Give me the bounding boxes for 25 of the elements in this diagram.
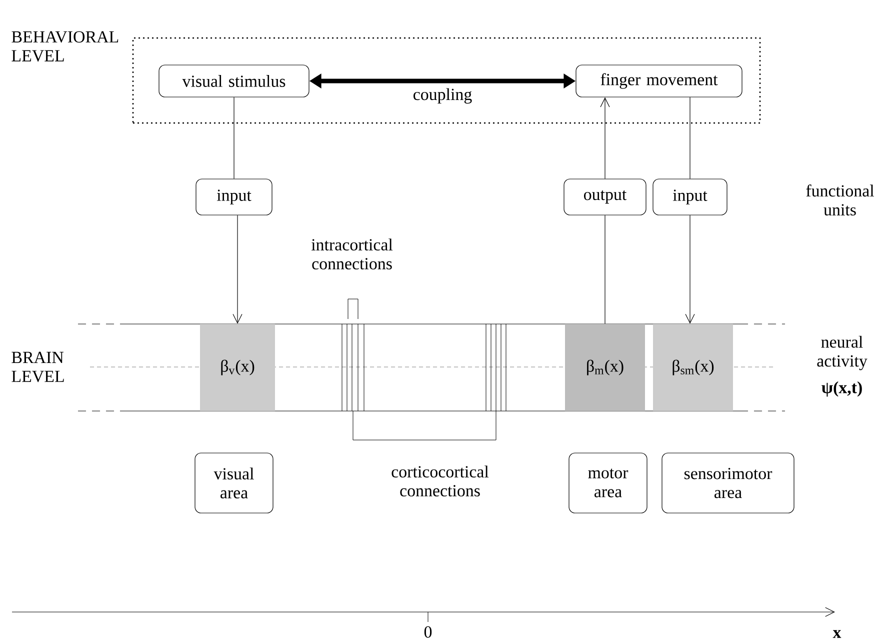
level-label: BEHAVIORAL LEVEL: [12, 31, 118, 62]
unit-box: visual stimulus: [158, 64, 310, 98]
unit-box: input: [652, 178, 728, 216]
edge-label: coupling: [412, 87, 474, 105]
activity-region: β$_{sm}$(x): [653, 324, 733, 411]
unit-box: finger movement: [576, 64, 742, 98]
unit-box: output: [564, 178, 646, 216]
arrow: [600, 97, 610, 179]
activity-region: β$_{m}$(x): [565, 324, 645, 411]
arrow: [232, 215, 242, 324]
annotation-label: intracortical connections: [311, 238, 393, 270]
axis-label: x: [832, 630, 842, 638]
side-label: neural activity: [817, 336, 868, 370]
arrow: [685, 215, 695, 324]
level-frame: [132, 37, 761, 124]
annotation-label: corticocortical connections: [392, 466, 489, 496]
unit-box: sensorimotor area: [662, 452, 794, 514]
activity-region: β$_{v}$(x): [200, 324, 275, 411]
formula-label: ψ(x,t): [822, 381, 862, 397]
side-label: functional units: [806, 184, 874, 216]
unit-box: visual area: [194, 452, 274, 514]
unit-box: input: [196, 178, 272, 216]
level-label: BRAIN LEVEL: [12, 352, 64, 382]
unit-box: motor area: [568, 452, 648, 514]
tick-label: 0: [424, 626, 432, 638]
